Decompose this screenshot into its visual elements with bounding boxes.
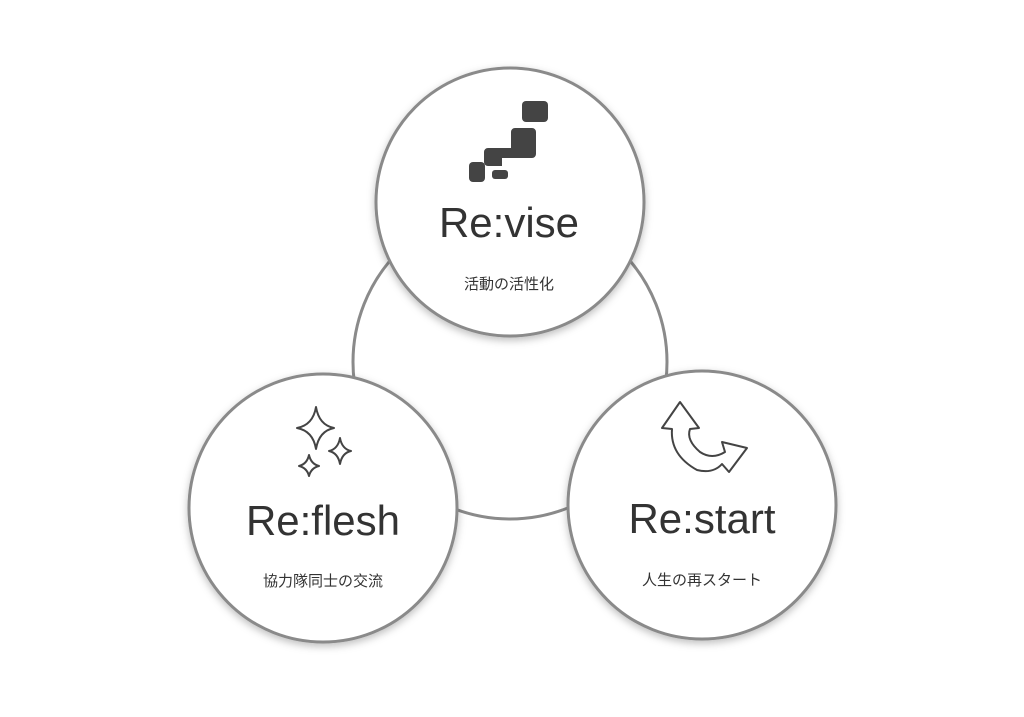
node-subtitle: 人生の再スタート	[642, 571, 762, 589]
node-restart: Re:start 人生の再スタート	[566, 369, 838, 641]
node-title: Re:vise	[439, 199, 579, 246]
node-revise: Re:vise 活動の活性化	[374, 66, 646, 338]
node-reflesh: Re:flesh 協力隊同士の交流	[187, 372, 459, 644]
node-subtitle: 協力隊同士の交流	[263, 572, 383, 590]
node-subtitle: 活動の活性化	[464, 275, 554, 293]
node-title: Re:flesh	[246, 497, 400, 544]
japan-map-icon	[469, 101, 548, 182]
curved-arrow-icon	[661, 401, 748, 473]
sparkle-icon	[296, 406, 352, 477]
node-title: Re:start	[628, 495, 775, 542]
